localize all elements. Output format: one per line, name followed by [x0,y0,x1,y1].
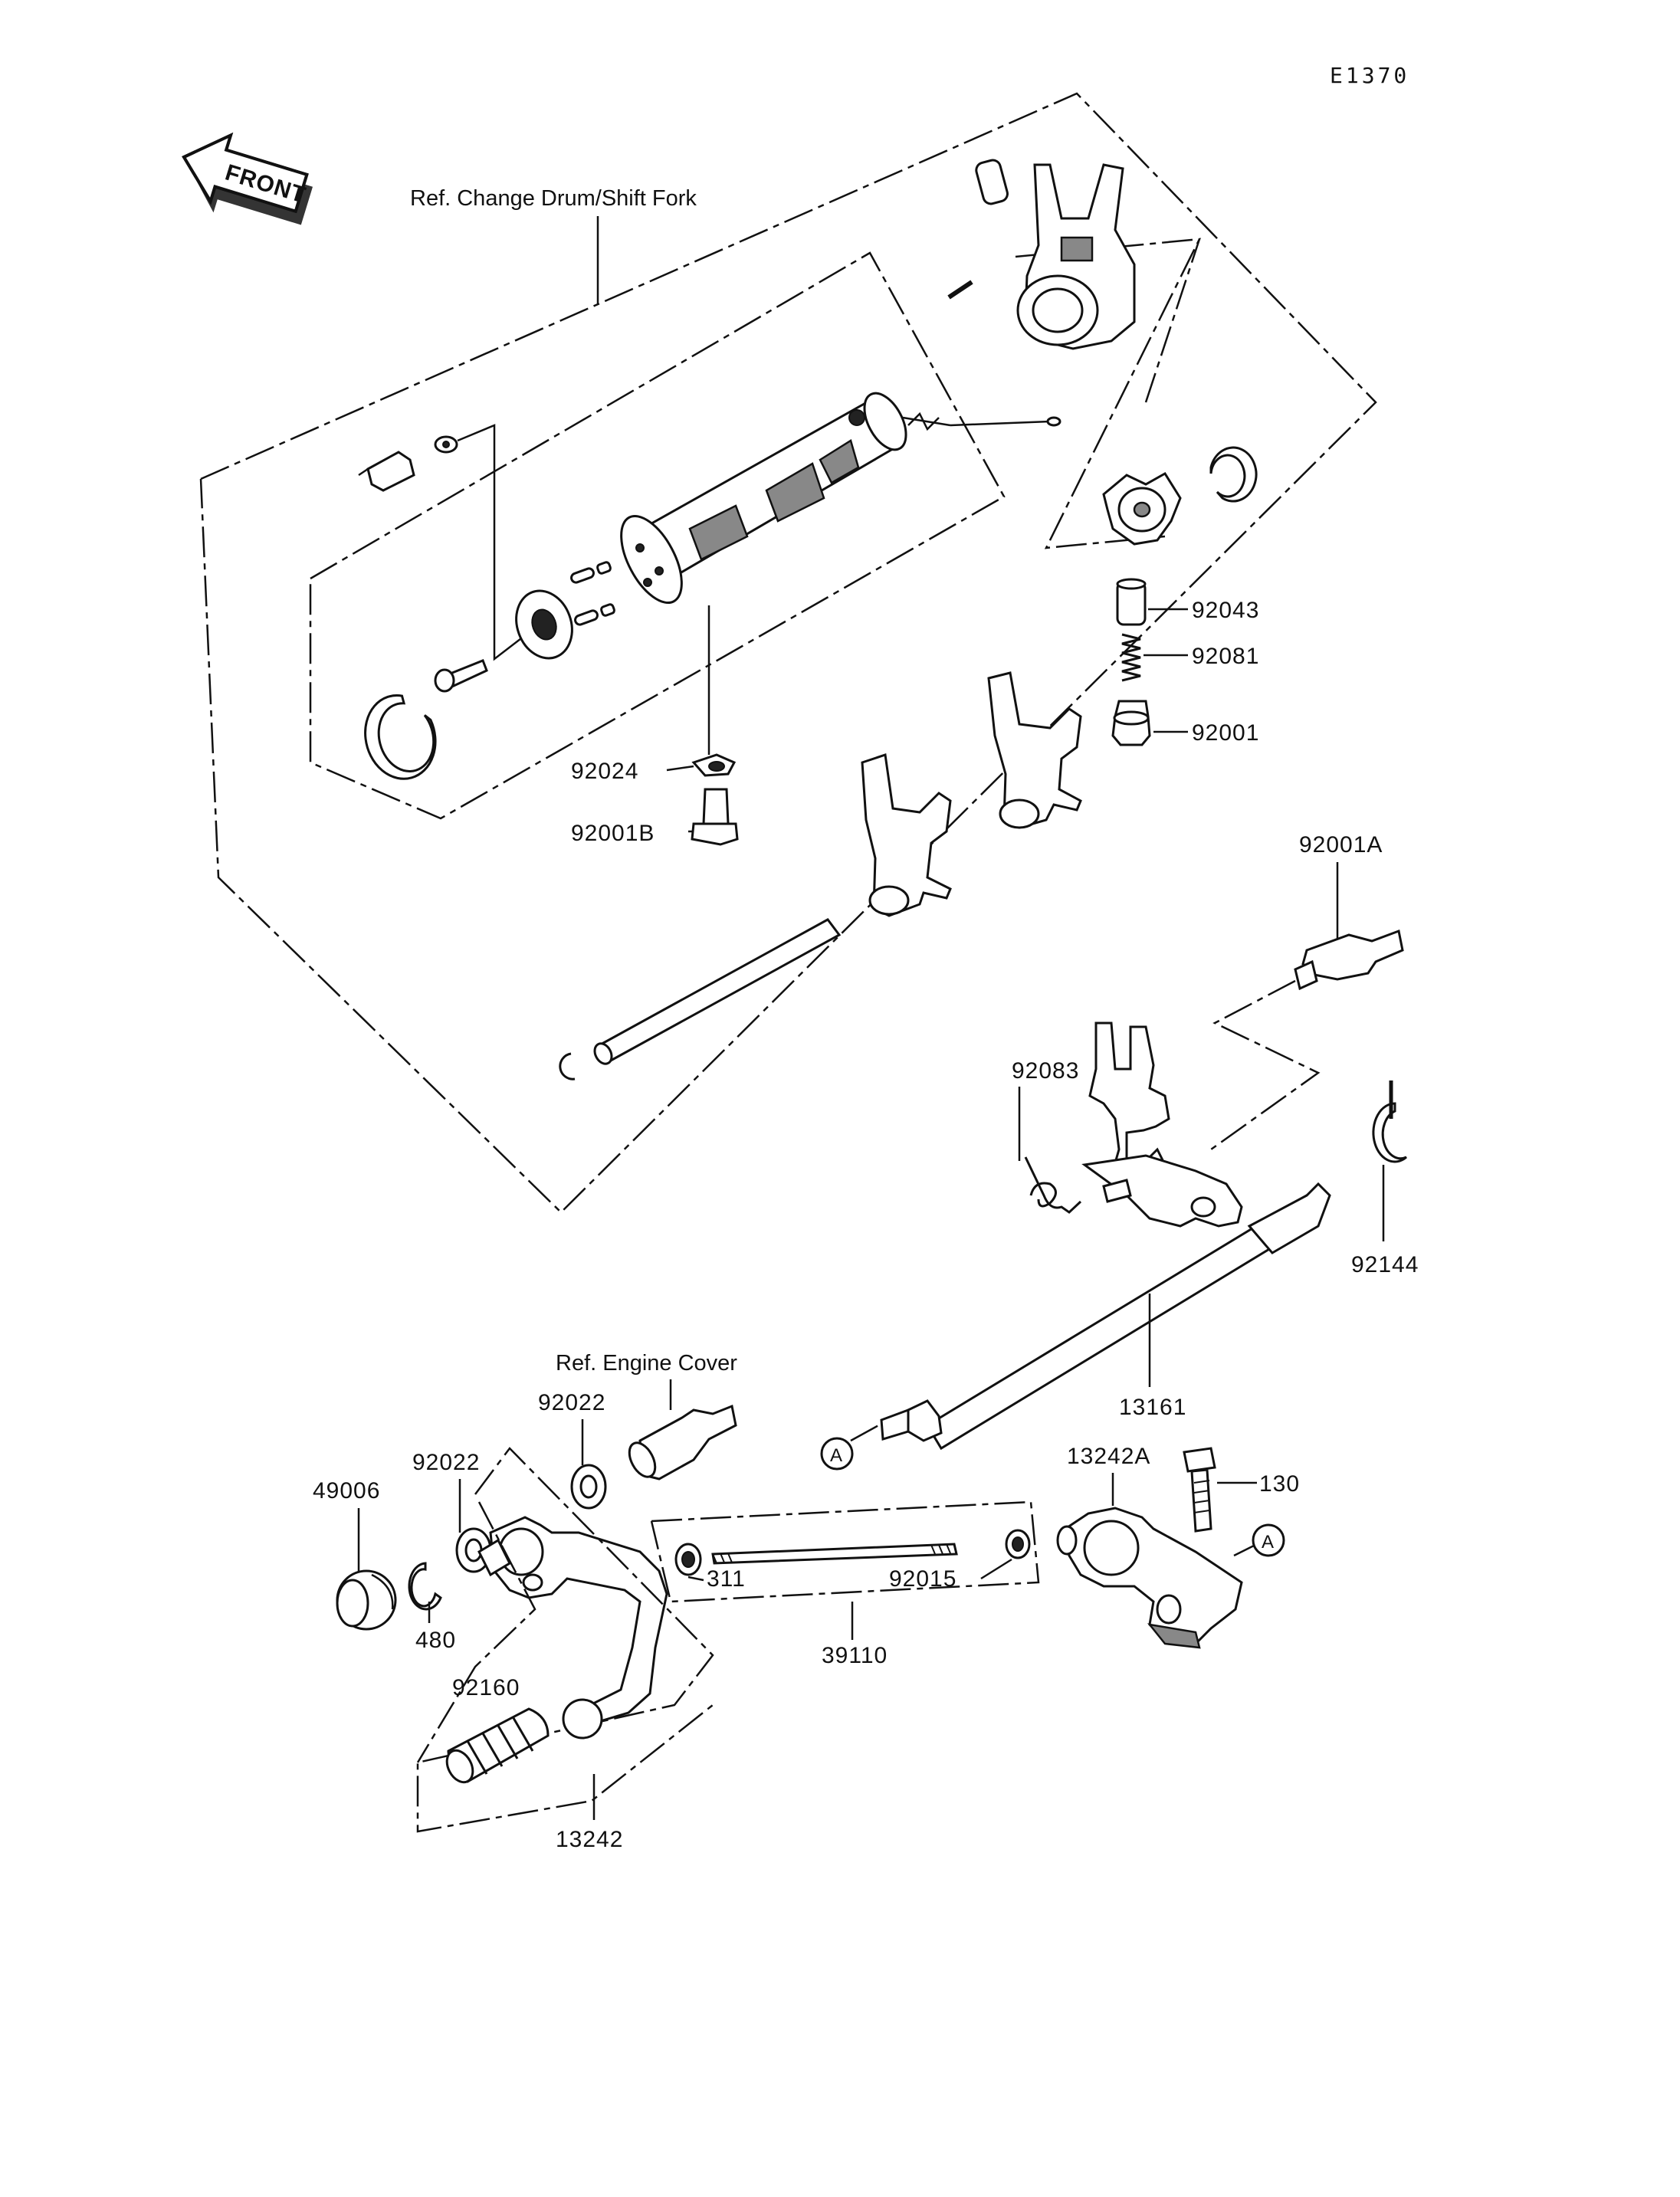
drum-inner-outline [309,251,1006,820]
part-label-39110: 39110 [822,1643,888,1668]
shift-lever [1056,1507,1243,1649]
part-label-92001B: 92001B [571,821,655,846]
part-label-13161: 13161 [1119,1395,1186,1420]
drum-stop-bolt [691,753,739,846]
detent-stack [1111,578,1188,746]
drum-group-outline [199,92,1377,1214]
change-drum [620,392,1061,605]
ref-marker-a-left [820,1437,854,1471]
part-label-92001: 92001 [1192,720,1259,746]
gear-shift-shaft [880,1021,1331,1451]
lower-shift-forks [861,671,1082,917]
shaft-ref-line-a [850,1422,882,1442]
part-label-49006: 49006 [313,1478,380,1503]
drum-pins-washer-screw [358,424,615,780]
part-label-130: 130 [1259,1471,1300,1497]
part-label-92081: 92081 [1192,644,1259,669]
part-label-92043: 92043 [1192,598,1259,623]
part-label-92160: 92160 [452,1675,520,1700]
part-label-92024: 92024 [571,759,638,784]
tie-rod [674,1529,1031,1576]
shift-return-spring [1372,1080,1407,1163]
diagram-code: E1370 [1330,63,1409,88]
part-label-13242A: 13242A [1067,1444,1150,1469]
part-label-92015: 92015 [889,1566,956,1592]
ref-marker-a-right-label: A [1262,1532,1275,1553]
fork-inner-outline [1015,238,1202,549]
pedal-rubber [445,1698,603,1784]
circlip-480 [408,1562,442,1611]
front-arrow-icon: FRONT [182,132,313,225]
ref-change-drum-label: Ref. Change Drum/Shift Fork [410,186,697,211]
part-label-92001A: 92001A [1299,832,1383,857]
part-label-13242: 13242 [556,1827,623,1852]
part-label-92022-upper: 92022 [538,1390,605,1415]
part-label-92022-lower: 92022 [412,1450,480,1475]
top-shift-fork [947,159,1136,350]
part-label-311: 311 [707,1566,746,1592]
fork2-outline [1144,238,1201,403]
pedal-outline-left [416,1501,536,1763]
fork-shaft [559,918,842,1080]
return-spring [1024,1156,1082,1214]
pivot-bolt [628,1404,737,1481]
ref-marker-a-left-label: A [830,1445,843,1466]
ref-engine-cover-label: Ref. Engine Cover [556,1351,737,1376]
shift-shaft-bolt [1294,929,1404,991]
part-label-480: 480 [415,1628,456,1653]
lever-bolt [1183,1447,1216,1533]
shift-bolt-ref-line [1210,979,1321,1151]
pedal-cap [336,1569,397,1631]
part-label-92083: 92083 [1012,1058,1079,1084]
ref-marker-a-right [1252,1523,1285,1557]
drum-cam-plate [1102,446,1258,546]
tie-rod-outline [650,1500,1040,1603]
part-label-92144: 92144 [1351,1252,1419,1277]
